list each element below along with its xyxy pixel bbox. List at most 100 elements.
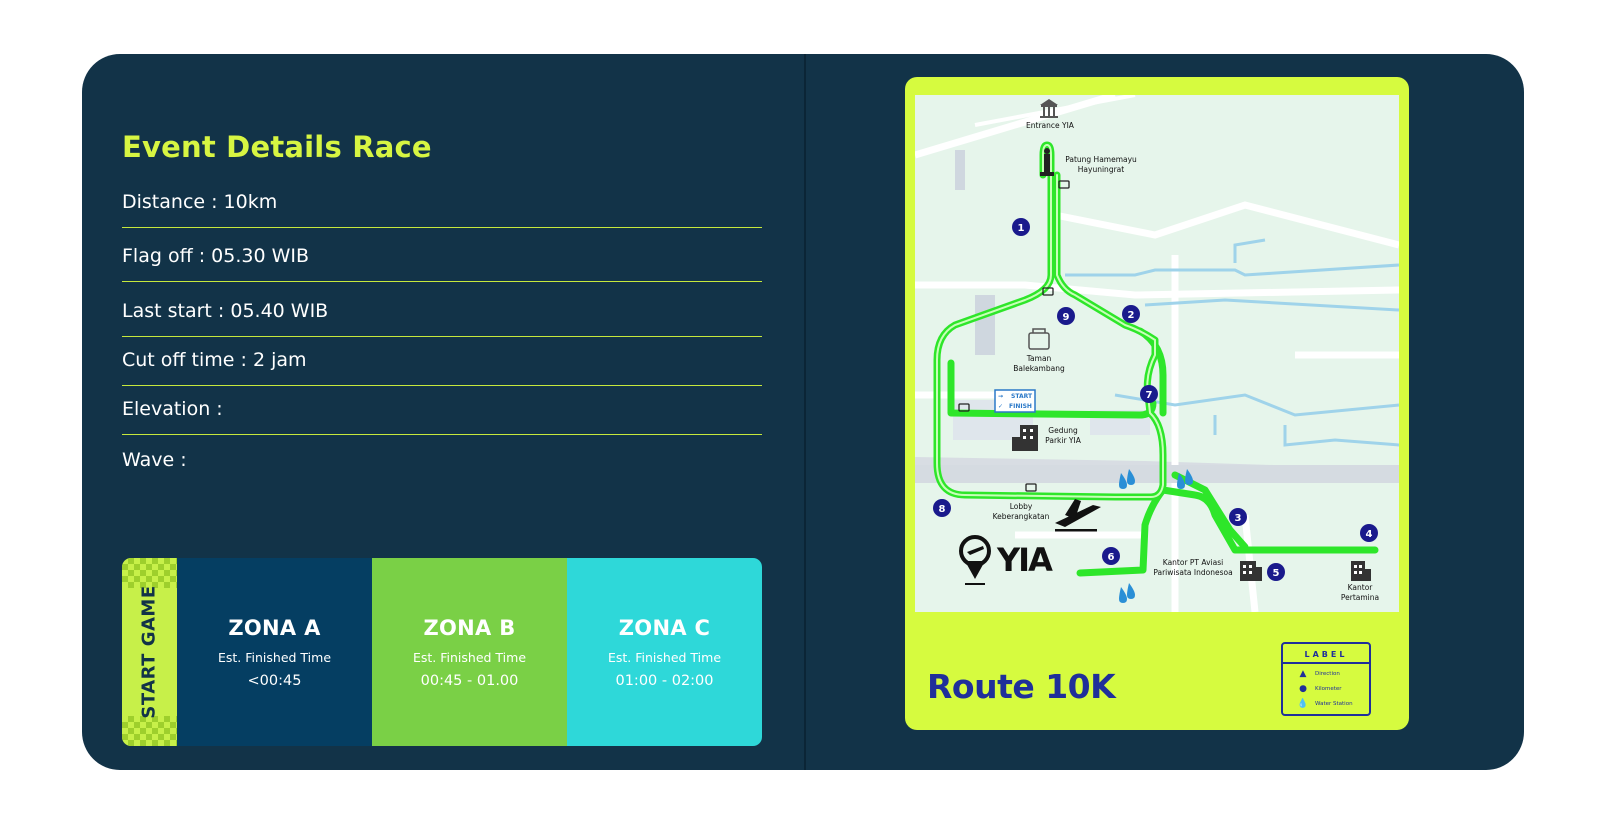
- event-title: Event Details Race: [122, 130, 432, 164]
- detail-row-wave: Wave :: [122, 435, 762, 485]
- yia-logo: YIA: [959, 535, 1055, 585]
- label-lobby-1: Lobby: [1010, 502, 1033, 511]
- start-finish-sign: START FINISH → ✓: [994, 389, 1036, 413]
- detail-row-last-start: Last start : 05.40 WIB: [122, 282, 762, 337]
- legend-item-direction: ▲ Direction: [1297, 669, 1340, 679]
- route-panel: 1 2 3 4 5 6 7 8 9: [905, 77, 1409, 730]
- km-marker-2: 2: [1122, 305, 1140, 323]
- label-gedung-1: Gedung: [1048, 426, 1078, 435]
- route-map-svg: 1 2 3 4 5 6 7 8 9: [915, 95, 1399, 612]
- detail-flag-off: Flag off : 05.30 WIB: [122, 245, 310, 267]
- detail-cut-off: Cut off time : 2 jam: [122, 349, 307, 371]
- zones-strip: START GAME ZONA A Est. Finished Time <00…: [122, 558, 762, 746]
- km-marker-1: 1: [1012, 218, 1030, 236]
- detail-last-start: Last start : 05.40 WIB: [122, 300, 329, 322]
- zone-a-time: <00:45: [247, 672, 302, 689]
- detail-wave: Wave :: [122, 449, 187, 471]
- zone-a: ZONA A Est. Finished Time <00:45: [177, 558, 372, 746]
- detail-row-cut-off: Cut off time : 2 jam: [122, 337, 762, 386]
- legend-item-kilometer: ● Kilometer: [1297, 684, 1342, 694]
- detail-row-flag-off: Flag off : 05.30 WIB: [122, 228, 762, 282]
- km-marker-8-label: 8: [939, 504, 946, 515]
- detail-row-elevation: Elevation :: [122, 386, 762, 435]
- card-divider: [804, 54, 806, 770]
- legend-item-water-station: 💧 Water Station: [1297, 699, 1353, 709]
- label-taman-1: Taman: [1026, 354, 1052, 363]
- km-marker-4-label: 4: [1366, 529, 1373, 540]
- zone-b: ZONA B Est. Finished Time 00:45 - 01.00: [372, 558, 567, 746]
- legend-divider: [1283, 662, 1369, 664]
- start-game-label: START GAME: [138, 585, 160, 719]
- km-marker-6: 6: [1102, 547, 1120, 565]
- water-station-icon-1: [1119, 473, 1127, 489]
- zone-b-subtitle: Est. Finished Time: [412, 649, 527, 665]
- label-patung-1: Patung Hamemayu: [1065, 155, 1137, 164]
- water-station-icon: 💧: [1297, 699, 1309, 709]
- label-pertamina-2: Pertamina: [1341, 593, 1379, 602]
- km-marker-2-label: 2: [1128, 310, 1135, 321]
- route-map: 1 2 3 4 5 6 7 8 9: [915, 95, 1399, 612]
- camera-icon-4: [1025, 483, 1037, 492]
- km-markers: 1 2 3 4 5 6 7 8 9: [933, 218, 1378, 581]
- label-taman-2: Balekambang: [1013, 364, 1065, 373]
- finish-check-icon: ✓: [998, 403, 1003, 410]
- entrance-icon: [1040, 99, 1058, 118]
- km-marker-7-label: 7: [1146, 390, 1153, 401]
- yia-logo-text: YIA: [996, 541, 1053, 579]
- start-arrow-icon: →: [998, 393, 1003, 400]
- zone-b-time: 00:45 - 01.00: [420, 672, 519, 689]
- label-lobby-2: Keberangkatan: [993, 512, 1050, 521]
- map-buildings: [915, 150, 1399, 483]
- km-marker-5: 5: [1267, 563, 1285, 581]
- water-station-icon-3: [1177, 473, 1185, 489]
- water-station-icon-6: [1127, 583, 1135, 599]
- km-marker-5-label: 5: [1273, 568, 1280, 579]
- checker-flag-bottom: [122, 716, 177, 746]
- detail-elevation: Elevation :: [122, 398, 223, 420]
- landmark-labels: Entrance YIA Patung Hamemayu Hayuningrat…: [993, 121, 1380, 602]
- km-marker-4: 4: [1360, 524, 1378, 542]
- km-marker-6-label: 6: [1108, 552, 1115, 563]
- label-entrance: Entrance YIA: [1026, 121, 1075, 130]
- building-icon: [1012, 425, 1038, 451]
- km-marker-9-label: 9: [1063, 312, 1070, 323]
- statue-icon: [1040, 148, 1054, 176]
- park-icon: [1028, 328, 1050, 350]
- legend-water-station-label: Water Station: [1315, 701, 1353, 707]
- detail-distance: Distance : 10km: [122, 191, 278, 213]
- legend-box: LABEL ▲ Direction ● Kilometer 💧 Water St…: [1281, 642, 1371, 716]
- zone-c-subtitle: Est. Finished Time: [607, 649, 722, 665]
- water-station-icon-5: [1119, 587, 1127, 603]
- route-title: Route 10K: [927, 667, 1116, 706]
- checker-flag-top: [122, 558, 177, 588]
- km-marker-9: 9: [1057, 307, 1075, 325]
- water-station-icon-2: [1127, 469, 1135, 485]
- zone-a-subtitle: Est. Finished Time: [217, 649, 332, 665]
- label-kantor-1: Kantor PT Aviasi: [1163, 558, 1223, 567]
- camera-icons: [958, 180, 1070, 492]
- km-marker-3: 3: [1229, 508, 1247, 526]
- camera-icon-1: [1058, 180, 1070, 189]
- km-marker-3-label: 3: [1235, 513, 1242, 524]
- km-marker-1-label: 1: [1018, 223, 1025, 234]
- legend-title: LABEL: [1304, 650, 1348, 659]
- route-line: [933, 141, 1379, 577]
- label-kantor-2: Pariwisata Indonesoa: [1153, 568, 1232, 577]
- legend-kilometer-label: Kilometer: [1315, 686, 1342, 692]
- zone-c-name: ZONA C: [618, 615, 711, 640]
- legend-direction-label: Direction: [1315, 671, 1340, 677]
- km-marker-8: 8: [933, 499, 951, 517]
- office-building-icon: [1240, 561, 1262, 581]
- route-line-inner: [936, 143, 1164, 498]
- finish-sign-text: FINISH: [1009, 403, 1032, 410]
- label-pertamina-1: Kantor: [1348, 583, 1374, 592]
- kilometer-icon: ●: [1299, 684, 1307, 694]
- start-sign-text: START: [1011, 393, 1033, 400]
- km-marker-7: 7: [1140, 385, 1158, 403]
- start-game-column: START GAME: [122, 558, 177, 746]
- label-patung-2: Hayuningrat: [1078, 165, 1124, 174]
- water-station-icons: [1119, 469, 1193, 603]
- airplane-icon: [1055, 499, 1101, 532]
- water-station-icon-4: [1185, 469, 1193, 485]
- event-card: Event Details Race Distance : 10km Flag …: [82, 54, 1524, 770]
